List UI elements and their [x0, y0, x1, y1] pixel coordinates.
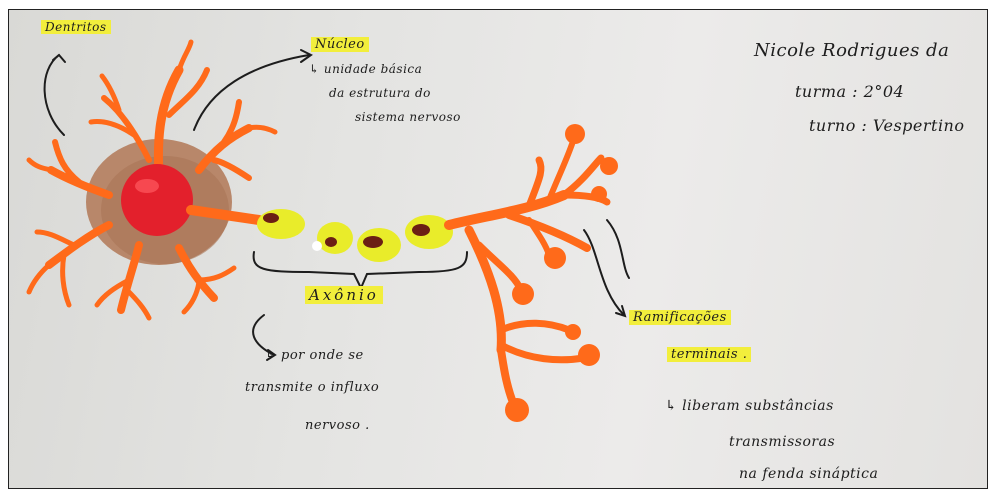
label-nucleus-title: Núcleo	[311, 37, 369, 52]
label-nucleus-line1: ↳ unidade básica	[309, 62, 422, 76]
nucleus	[121, 164, 193, 236]
label-nucleus-line3: sistema nervoso	[355, 110, 461, 124]
label-terminals-title-line2: terminais .	[667, 347, 751, 362]
label-class: turma : 2°04	[795, 82, 904, 101]
label-terminals-title-line1: Ramificações	[629, 310, 731, 325]
label-axon: Axônio	[305, 286, 383, 304]
nucleus-highlight	[135, 179, 159, 193]
label-terminals-desc-line2: transmissoras	[729, 434, 835, 450]
myelin-sheath	[257, 209, 453, 262]
label-dendrites: Dentritos	[41, 20, 111, 34]
label-student-name: Nicole Rodrigues da	[754, 40, 949, 61]
label-terminals-desc-line3: na fenda sináptica	[739, 466, 878, 482]
label-axon-desc-line2: transmite o influxo	[245, 380, 379, 395]
photo-neuron-model: Dentritos Núcleo ↳ unidade básica da est…	[8, 9, 988, 489]
label-axon-desc-line1: ↳ por onde se	[265, 348, 364, 363]
label-terminals-desc-line1: ↳ liberam substâncias	[665, 398, 834, 414]
label-nucleus-line2: da estrutura do	[329, 86, 431, 100]
label-shift: turno : Vespertino	[809, 116, 965, 135]
label-axon-desc-line3: nervoso .	[305, 418, 370, 433]
axon-terminals	[449, 138, 607, 405]
